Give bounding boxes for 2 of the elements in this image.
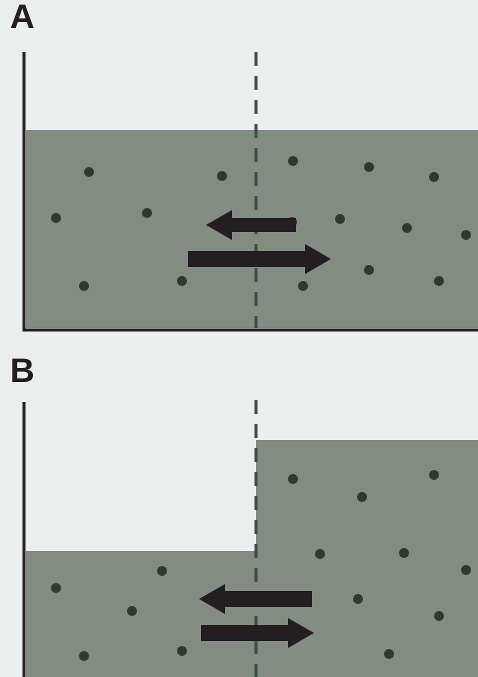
panel-label: A — [10, 0, 35, 34]
panel-label: B — [10, 354, 35, 388]
